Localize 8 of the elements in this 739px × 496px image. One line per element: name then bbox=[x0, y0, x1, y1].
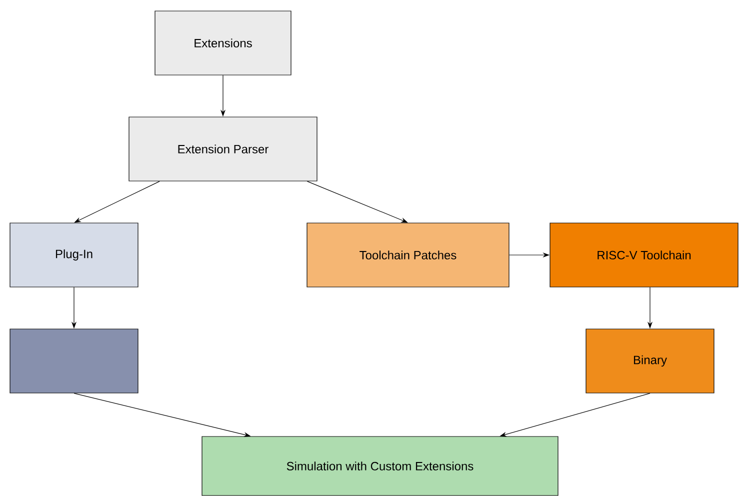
process-box: RISC-V Toolchain bbox=[550, 222, 738, 288]
process-box: Extension Parser bbox=[128, 116, 318, 182]
empty-box bbox=[10, 328, 138, 394]
process-box: Extensions bbox=[154, 10, 292, 76]
process-box: Plug-In bbox=[10, 222, 138, 288]
process-box: Binary bbox=[586, 328, 714, 394]
process-box: Simulation with Custom Extensions bbox=[202, 436, 558, 496]
process-box: Toolchain Patches bbox=[306, 222, 510, 288]
